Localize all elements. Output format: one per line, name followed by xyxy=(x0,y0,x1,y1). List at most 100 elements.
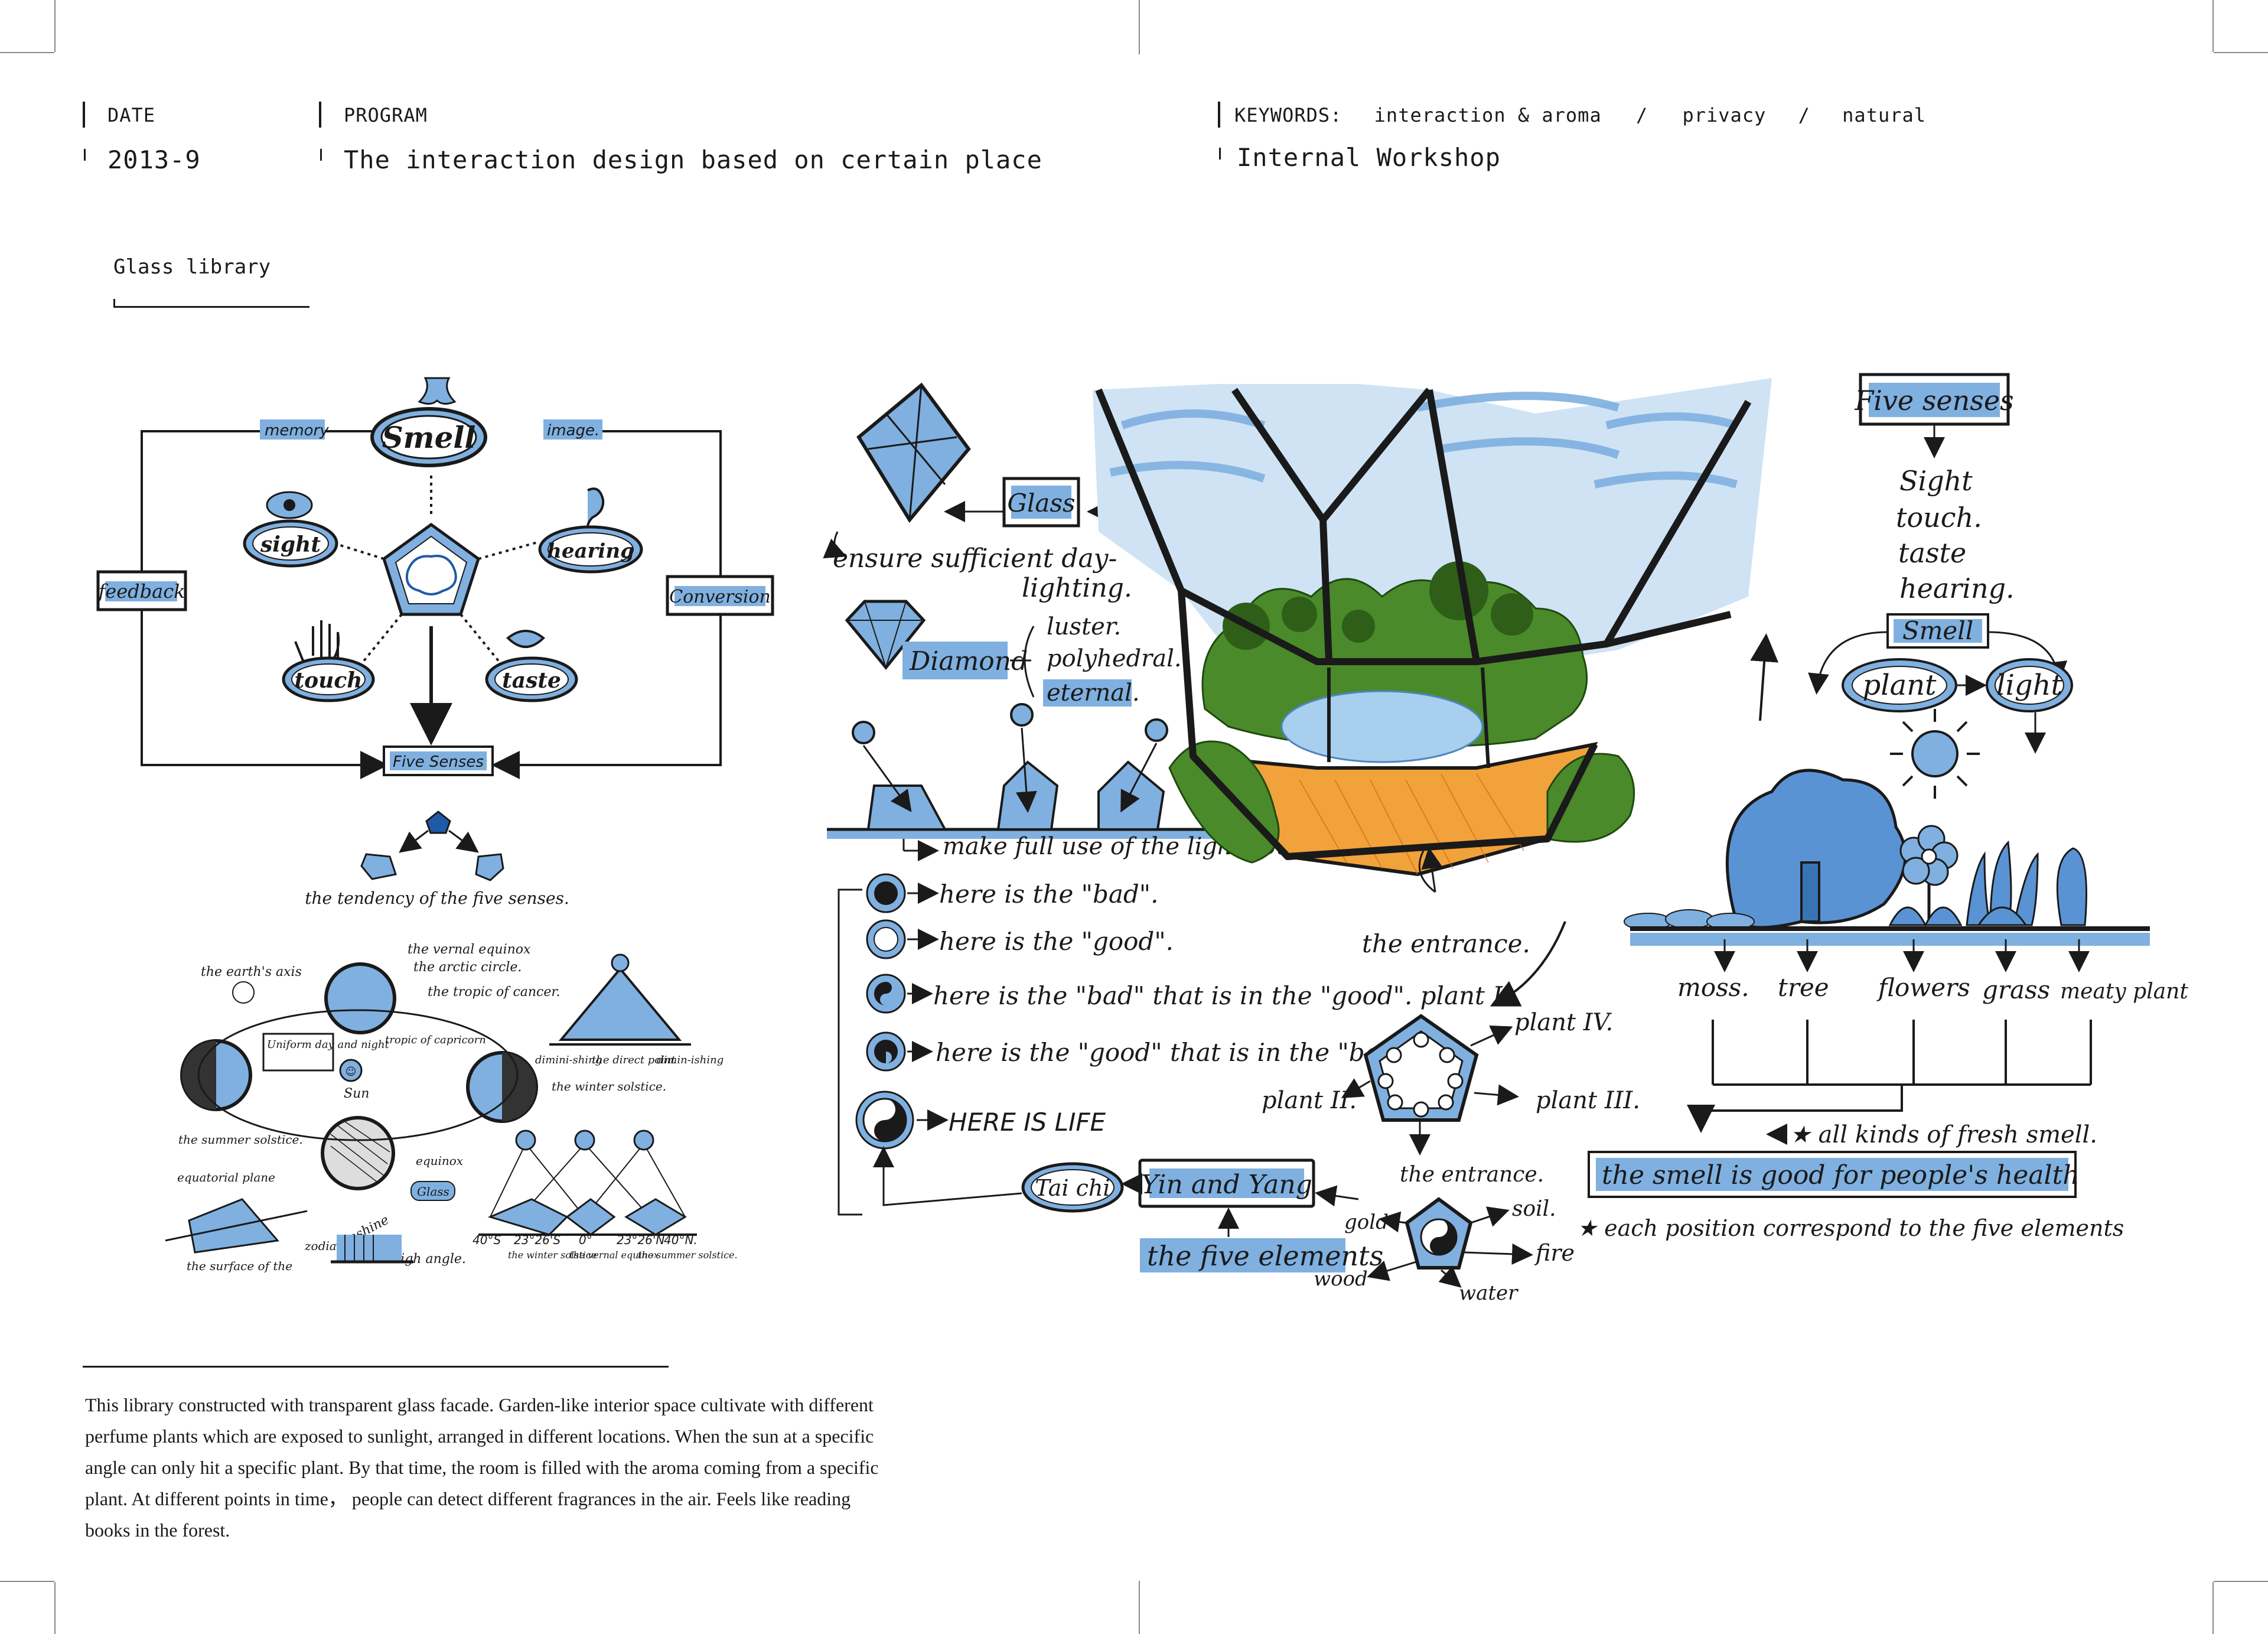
header-divider xyxy=(1219,148,1221,160)
program-label: PROGRAM xyxy=(344,104,428,126)
memory-tag: memory xyxy=(265,422,329,440)
taichi-label: Tai chi xyxy=(1035,1175,1110,1201)
sense-item: Sight xyxy=(1899,465,1973,497)
sense-label: sight xyxy=(260,532,321,557)
plant-category: flowers xyxy=(1876,973,1970,1002)
plant-category: tree xyxy=(1778,973,1829,1002)
health-note: the smell is good for people's health xyxy=(1602,1160,2080,1190)
yinyang-item: here is the "bad". xyxy=(939,880,1158,909)
glass-crystal-icon xyxy=(856,382,971,523)
plants-diagram: plant IV. plant II. plant III. the entra… xyxy=(873,1009,1640,1305)
sense-item: taste xyxy=(1898,537,1966,569)
angle-label: 40°S xyxy=(472,1233,501,1247)
lips-icon xyxy=(506,630,545,648)
senses-caption: the tendency of the five senses. xyxy=(305,888,569,908)
crop-mark xyxy=(2214,1581,2268,1582)
keywords-row: KEYWORDS: interaction & aroma / privacy … xyxy=(1234,104,1926,126)
sun-label: Uniform day and night xyxy=(267,1039,390,1051)
sun-label: the tropic of cancer. xyxy=(428,985,560,1000)
keyword-separator: / xyxy=(1798,104,1810,126)
element-label: gold xyxy=(1344,1210,1389,1234)
cactus-icon xyxy=(2056,847,2087,926)
sun-label: equinox xyxy=(416,1154,463,1168)
crop-mark xyxy=(2214,52,2268,53)
glass-note: ensure sufficient day- xyxy=(833,543,1117,574)
glass-note: lighting. xyxy=(1022,573,1132,603)
date-label: DATE xyxy=(107,104,156,126)
plant-category: moss. xyxy=(1677,973,1749,1002)
svg-text:☺: ☺ xyxy=(346,1066,357,1078)
sun-label: equatorial plane xyxy=(177,1170,275,1184)
feedback-label: feedback xyxy=(97,580,185,603)
angle-label: 0° xyxy=(579,1233,592,1247)
keyword-item: interaction & aroma xyxy=(1374,104,1602,126)
program-value: The interaction design based on certain … xyxy=(344,145,1042,174)
light-node-label: light xyxy=(1996,669,2062,702)
glass-pavilion-render: the entrance. xyxy=(1093,378,1779,1007)
nose-icon xyxy=(418,377,457,405)
yinyang-item: HERE IS LIFE xyxy=(949,1108,1106,1137)
sun-label: the winter solstice. xyxy=(552,1079,666,1093)
crop-mark xyxy=(1139,0,1140,54)
element-label: soil. xyxy=(1512,1197,1556,1221)
plant-category: grass xyxy=(1982,975,2050,1004)
image-tag: image. xyxy=(547,422,599,440)
element-label: water xyxy=(1459,1281,1518,1305)
sun-label: high angle. xyxy=(392,1252,466,1267)
sun-label: the arctic circle. xyxy=(413,960,522,975)
fresh-smell-note: ★ all kinds of fresh smell. xyxy=(1790,1121,2097,1148)
flower-icon xyxy=(1899,825,1959,886)
description-line: books in the forest. xyxy=(85,1519,230,1541)
sense-item: hearing. xyxy=(1899,572,2015,604)
sun-label: zodiac xyxy=(304,1239,343,1253)
plant-label: plant III. xyxy=(1536,1087,1640,1114)
five-elements-label: the five elements xyxy=(1147,1240,1383,1272)
sun-label: the summer solstice. xyxy=(178,1132,303,1147)
sense-label: hearing xyxy=(547,539,634,563)
sun-label: Glass xyxy=(417,1184,449,1199)
description-line: plant. At different points in time， peop… xyxy=(85,1488,851,1509)
angle-sub-label: the winter solstice xyxy=(508,1249,597,1261)
angle-label: 23°26'S xyxy=(514,1233,561,1247)
angle-label: 40°N. xyxy=(664,1233,698,1247)
angle-label: 23°26'N xyxy=(617,1233,664,1247)
diamond-label: Diamond xyxy=(909,646,1028,676)
description-line: perfume plants which are exposed to sunl… xyxy=(85,1425,874,1447)
sense-label: touch xyxy=(295,668,363,693)
sun-label: the vernal equinox xyxy=(408,942,531,957)
angle-sub-label: the vernal equinox xyxy=(569,1249,659,1261)
keyword-item: privacy xyxy=(1682,104,1767,126)
senses-diagram: memory image. Smell sight hearing touch xyxy=(96,377,774,908)
plant-node-label: plant xyxy=(1863,669,1937,702)
workshop-value: Internal Workshop xyxy=(1237,143,1501,172)
angle-sub-label: the summer solstice. xyxy=(638,1249,738,1261)
glass-label: Glass xyxy=(1007,489,1075,517)
hand-icon xyxy=(294,620,340,669)
crop-mark xyxy=(0,52,54,53)
sense-item: touch. xyxy=(1896,502,1982,533)
five-senses-label: Five Senses xyxy=(393,753,484,771)
grass-icon xyxy=(1966,840,2039,926)
sun-label: dimini-shing xyxy=(535,1054,602,1066)
ear-icon xyxy=(586,487,605,531)
sun-label: tropic of capricorn xyxy=(385,1034,486,1046)
diamond-prop: eternal. xyxy=(1047,679,1140,707)
sense-label: taste xyxy=(502,668,561,693)
position-note: ★ each position correspond to the five e… xyxy=(1577,1215,2124,1241)
crop-mark xyxy=(1139,1581,1140,1634)
keyword-separator: / xyxy=(1635,104,1648,126)
header-divider xyxy=(319,102,321,128)
diamond-prop: luster. xyxy=(1047,613,1121,640)
crop-mark xyxy=(0,1581,54,1582)
crop-mark xyxy=(2212,1582,2214,1634)
yinyang-list: here is the "bad". here is the "good". h… xyxy=(838,873,1510,1216)
section-underline xyxy=(113,306,309,308)
moss-icon xyxy=(1624,909,1755,930)
yinyang-item: here is the "good" that is in the "bad". xyxy=(936,1038,1415,1067)
header-divider xyxy=(84,149,86,161)
section-underline-tick xyxy=(113,299,115,307)
section-title: Glass library xyxy=(113,255,271,279)
yinyang-box-label: Yin and Yang xyxy=(1141,1170,1312,1200)
sun-path-diagram: ☺ Uniform day and night the earth's axis… xyxy=(165,942,738,1273)
